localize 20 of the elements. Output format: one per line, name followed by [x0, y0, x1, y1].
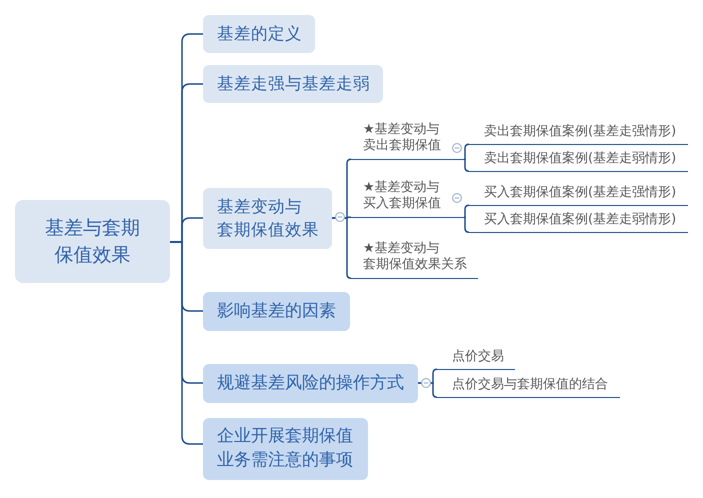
subtopic-label: 买入套期保值案例(基差走强情形) [469, 184, 688, 206]
topic-box: 企业开展套期保值业务需注意的事项 [203, 418, 368, 480]
connector-line [464, 216, 470, 233]
connector-line [464, 144, 470, 160]
topic-box: 影响基差的因素 [203, 292, 350, 331]
connector-line [170, 241, 203, 445]
topic-box: 基差走强与基差走弱 [203, 65, 383, 103]
connector-line [464, 204, 470, 218]
subtopic-label: ★基差变动与套期保值效果关系 [351, 238, 478, 279]
central-topic-box: 基差与套期保值效果 [15, 200, 170, 283]
subtopic-label: 买入套期保值案例(基差走弱情形) [469, 211, 688, 233]
topic-box: 基差的定义 [203, 15, 315, 53]
subtopic-label: 点价交易与套期保值的结合 [437, 376, 620, 398]
connector-line [332, 217, 352, 279]
subtopic-label: 点价交易 [437, 348, 515, 370]
subtopic-label: 卖出套期保值案例(基差走弱情形) [469, 150, 688, 172]
subtopic-label: 卖出套期保值案例(基差走强情形) [469, 123, 688, 145]
topic-box: 基差变动与套期保值效果 [203, 188, 332, 249]
connector-line [464, 158, 470, 172]
topic-box: 规避基差风险的操作方式 [203, 364, 418, 403]
